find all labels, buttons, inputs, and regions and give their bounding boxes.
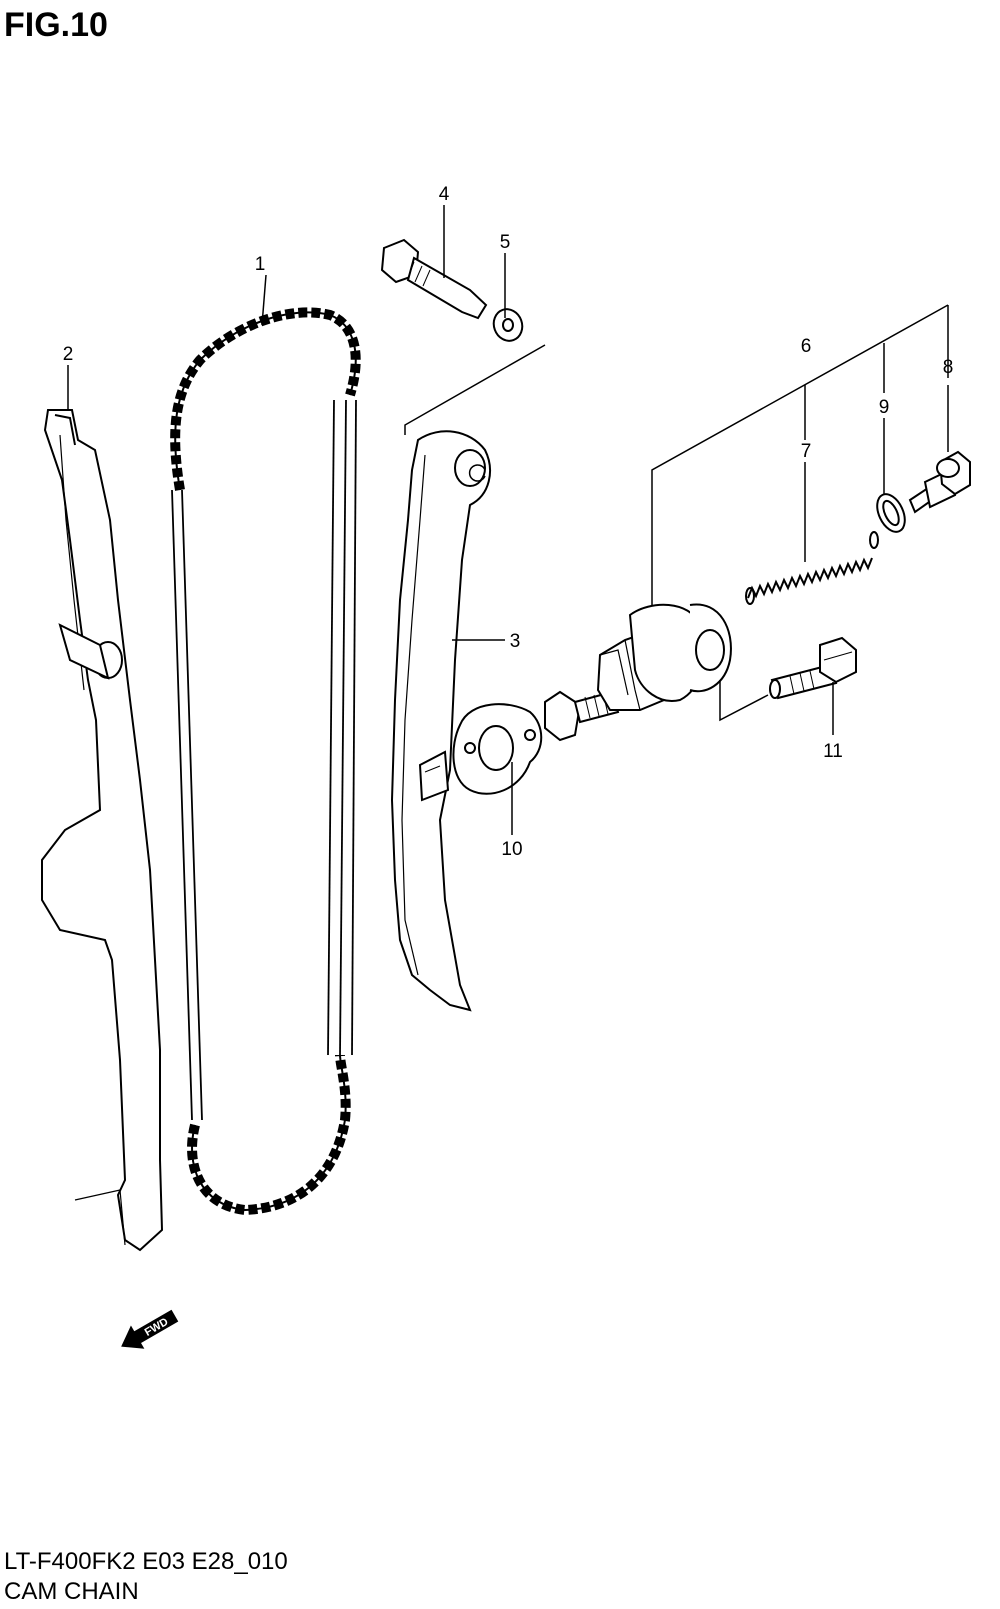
callout-6: 6 bbox=[801, 336, 812, 357]
forward-label: FWD bbox=[143, 1316, 171, 1339]
forward-direction-arrow: FWD bbox=[121, 1309, 179, 1349]
tensioner-body-part-6 bbox=[544, 603, 732, 742]
o-ring-part-9 bbox=[876, 493, 906, 533]
callout-1: 1 bbox=[255, 254, 266, 275]
spring-part-7 bbox=[745, 531, 879, 605]
callout-2: 2 bbox=[63, 344, 74, 365]
callout-4: 4 bbox=[439, 184, 450, 205]
tensioner-guide-part-3 bbox=[390, 430, 491, 1012]
model-code: LT-F400FK2 E03 E28_010 bbox=[4, 1548, 288, 1575]
callout-8: 8 bbox=[943, 357, 954, 378]
cam-chain-guide-part-2 bbox=[41, 409, 164, 1252]
washer-part-5 bbox=[492, 308, 524, 342]
callout-5: 5 bbox=[500, 232, 511, 253]
callout-7: 7 bbox=[801, 441, 812, 462]
callout-3: 3 bbox=[510, 631, 521, 652]
figure-title: FIG.10 bbox=[4, 6, 108, 44]
callout-leaders bbox=[67, 205, 834, 835]
cam-chain-part-1 bbox=[170, 307, 361, 1216]
section-name: CAM CHAIN bbox=[4, 1578, 139, 1605]
leader-bracket-6-9 bbox=[651, 304, 949, 722]
callout-10: 10 bbox=[501, 839, 522, 860]
bolt-part-4 bbox=[380, 238, 488, 320]
callout-11: 11 bbox=[823, 741, 843, 762]
callout-labels: 1 2 3 4 5 6 7 8 9 10 11 bbox=[63, 184, 954, 860]
bolt-part-11 bbox=[769, 636, 857, 700]
gasket-part-10 bbox=[452, 703, 543, 795]
plug-bolt-part-8 bbox=[908, 450, 971, 514]
callout-9: 9 bbox=[879, 397, 890, 418]
leader-bracket-4-5 bbox=[404, 344, 546, 435]
